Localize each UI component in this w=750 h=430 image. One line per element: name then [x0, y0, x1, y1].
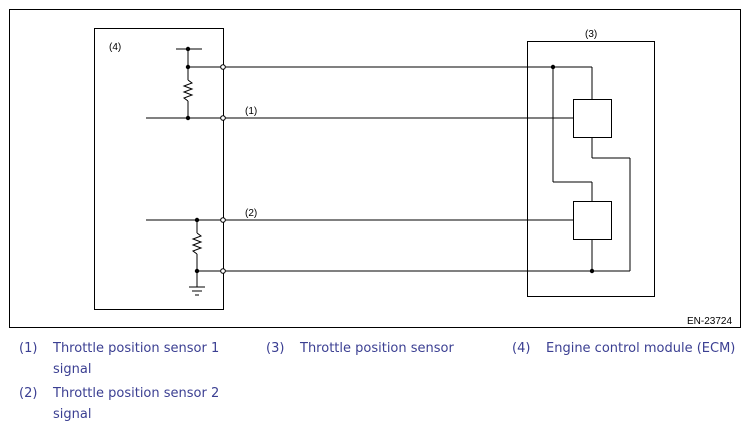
harness-wires — [223, 66, 630, 272]
legend-number: (4) — [512, 341, 531, 356]
legend-item-3: (3) Throttle position sensor — [266, 338, 506, 360]
legend-number: (3) — [266, 341, 285, 356]
legend-text: Engine control module (ECM) — [546, 341, 736, 356]
ecm-junction-dots — [185, 46, 200, 274]
ecm-label: (4) — [109, 42, 121, 53]
sensor-element-2 — [573, 201, 612, 240]
legend-number: (1) — [19, 341, 38, 356]
wiring-diagram: (4) (3) — [9, 9, 741, 328]
legend-text: Throttle position sensor — [300, 341, 454, 356]
signal1-label: (1) — [245, 106, 257, 117]
ecm-internal-circuit — [146, 48, 223, 296]
signal2-label: (2) — [245, 208, 257, 219]
sensor-box — [527, 41, 655, 297]
legend-number: (2) — [19, 386, 38, 401]
diagram-frame — [9, 9, 741, 328]
sensor-element-1 — [573, 99, 612, 138]
legend-item-4: (4) Engine control module (ECM) — [512, 338, 748, 360]
sensor-label: (3) — [585, 29, 597, 40]
connector-terminals — [220, 64, 226, 274]
figure-id: EN-23724 — [687, 316, 732, 327]
sensor-junction-dots — [550, 64, 595, 274]
ecm-box — [94, 28, 224, 310]
sensor-internal-circuit — [552, 66, 631, 271]
